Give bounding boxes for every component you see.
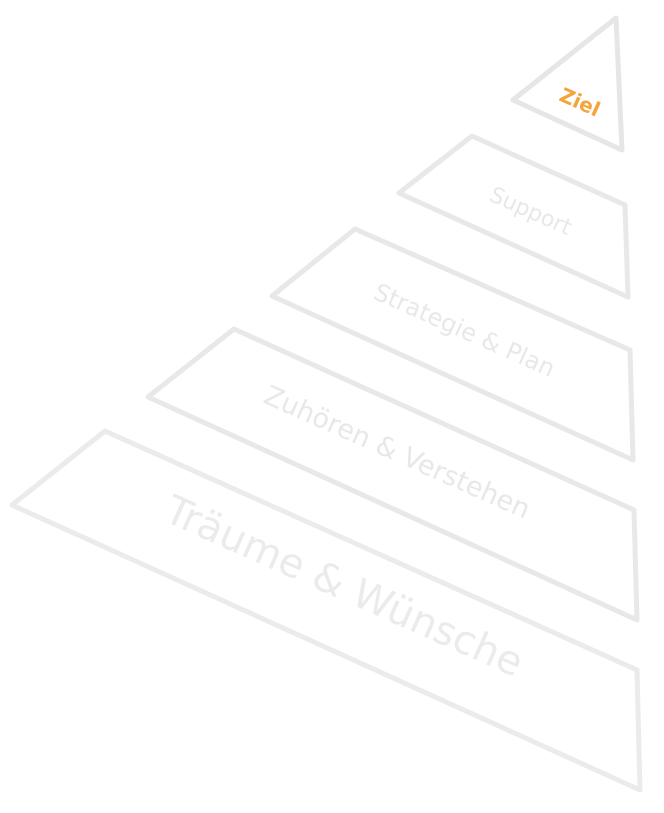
- tier-traeume-shape: [9, 428, 643, 793]
- tier-ziel-shape: [510, 15, 625, 153]
- tier-support: Support: [396, 133, 631, 300]
- tier-zuhoeren-shape: [145, 326, 640, 623]
- tier-strategie-label: Strategie & Plan: [370, 278, 560, 383]
- tier-strategie-shape: [269, 226, 636, 463]
- tier-ziel: Ziel: [510, 15, 625, 153]
- tier-support-label: Support: [486, 183, 576, 241]
- tier-support-shape: [396, 133, 631, 300]
- tier-ziel-label: Ziel: [556, 83, 604, 122]
- tier-zuhoeren: Zuhören & Verstehen: [145, 326, 640, 623]
- tier-traeume: Träume & Wünsche: [9, 428, 643, 793]
